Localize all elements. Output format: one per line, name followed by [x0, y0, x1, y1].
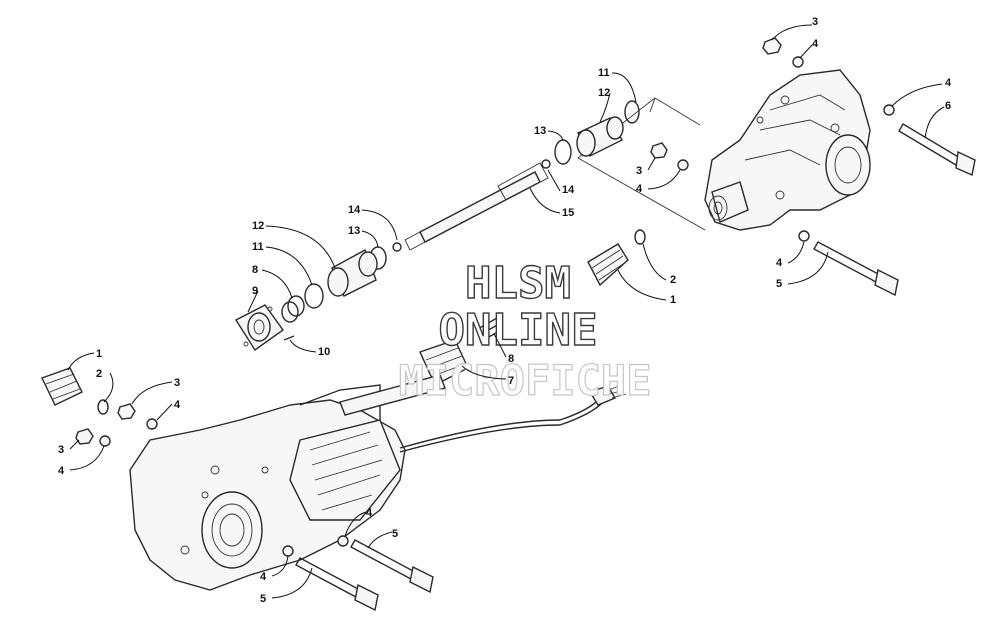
callout-14-left: 14	[348, 204, 361, 216]
callout-11-top: 11	[598, 67, 610, 79]
callout-10: 10	[318, 346, 330, 358]
callout-4-rb: 4	[776, 257, 783, 269]
washer-4-left-b	[99, 435, 111, 447]
nut-3-left-b	[75, 428, 94, 445]
callout-9: 9	[252, 285, 258, 297]
callout-5-bottom-l: 5	[260, 593, 266, 605]
callout-8-center: 8	[508, 353, 514, 365]
callout-3-top: 3	[812, 16, 818, 28]
callout-1-right: 1	[670, 294, 676, 306]
boot-1-left	[41, 367, 109, 415]
washer-4-mid	[677, 159, 689, 171]
callout-3-mid: 3	[636, 165, 642, 177]
nut-3-left-a	[117, 403, 136, 420]
washer-4-right	[883, 104, 895, 116]
callout-5-bottom-r: 5	[392, 528, 398, 540]
callout-6: 6	[945, 100, 951, 112]
callout-13-top: 13	[534, 125, 546, 137]
boot-1-right	[587, 229, 646, 287]
washer-4-top	[792, 56, 804, 68]
clip-14-left	[392, 242, 402, 252]
callout-2-right: 2	[670, 274, 676, 286]
callout-3-left-b: 3	[58, 444, 64, 456]
drive-shaft	[404, 162, 549, 251]
callout-11-left: 11	[252, 241, 264, 253]
cv-boot-left	[234, 246, 387, 351]
callouts: 3 4 11 12 13 4 6 3 4 14 15 14 13 12 11 8…	[58, 16, 952, 605]
callout-4-mid: 4	[636, 183, 643, 195]
callout-5-rb: 5	[776, 278, 782, 290]
callout-12-top: 12	[598, 87, 610, 99]
callout-4-bottom-l: 4	[260, 571, 267, 583]
callout-1-left: 1	[96, 348, 102, 360]
callout-2-left: 2	[96, 368, 102, 380]
nut-3-mid	[650, 142, 668, 159]
cv-boot-upper	[554, 100, 640, 165]
watermark-hlsm: HLSM	[465, 258, 571, 309]
callout-8-left: 8	[252, 264, 258, 276]
washer-4-left-a	[146, 418, 158, 430]
callout-4-left-a: 4	[174, 399, 181, 411]
callout-7: 7	[508, 375, 514, 387]
callout-3-left-a: 3	[174, 377, 180, 389]
callout-14-top: 14	[562, 184, 575, 196]
bolt-5-bottom-left	[295, 557, 379, 612]
bolt-5-bottom-right	[350, 539, 434, 594]
bolt-6	[898, 123, 976, 176]
washer-4-rb	[798, 230, 810, 242]
rear-differential-housing	[704, 69, 871, 231]
clip-14-top	[541, 159, 551, 169]
callout-4-bottom-r: 4	[366, 507, 373, 519]
callout-12-left: 12	[252, 220, 264, 232]
boot-7-center	[419, 317, 502, 386]
callout-15: 15	[562, 207, 574, 219]
watermark-microfiche: MICROFICHE	[399, 356, 652, 405]
nut-3-top	[762, 37, 782, 55]
bolt-5-right	[813, 241, 899, 297]
washer-4-bottom-r	[337, 535, 349, 547]
callout-4-top: 4	[812, 38, 819, 50]
front-shaft	[339, 374, 446, 416]
watermark-online: ONLINE	[439, 305, 598, 356]
washer-4-bottom-l	[282, 545, 294, 557]
callout-13-left: 13	[348, 225, 360, 237]
wire-harness	[399, 384, 627, 453]
callout-4-left-b: 4	[58, 465, 65, 477]
callout-4-right: 4	[945, 77, 952, 89]
front-gearcase	[129, 384, 406, 591]
